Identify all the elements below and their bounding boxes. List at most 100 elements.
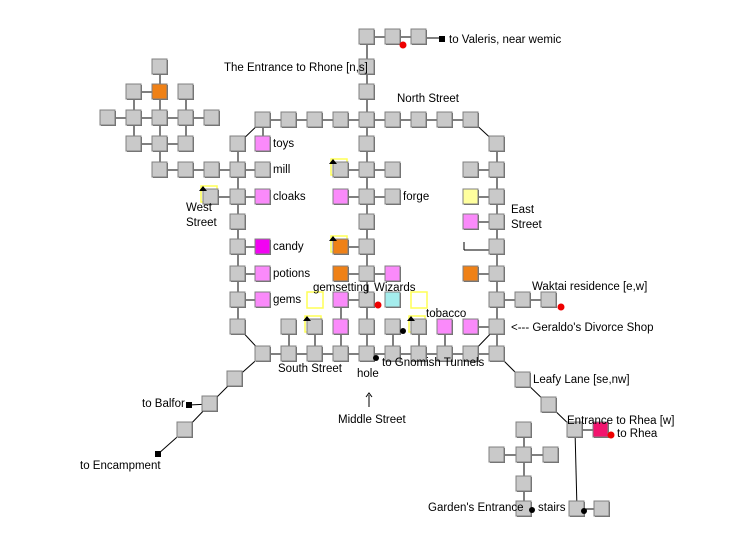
map-room[interactable] xyxy=(306,345,323,362)
map-room[interactable] xyxy=(254,111,271,128)
shop-to-rhea[interactable] xyxy=(592,421,609,438)
map-room[interactable] xyxy=(203,161,220,178)
map-room[interactable] xyxy=(306,111,323,128)
map-room[interactable] xyxy=(515,475,532,492)
map-room[interactable] xyxy=(566,421,583,438)
map-room[interactable] xyxy=(462,345,479,362)
map-room[interactable] xyxy=(384,318,401,335)
map-room[interactable] xyxy=(515,421,532,438)
map-room[interactable] xyxy=(488,238,505,255)
shop-shop[interactable] xyxy=(384,265,401,282)
shop-shop[interactable] xyxy=(462,265,479,282)
map-room[interactable] xyxy=(332,345,349,362)
map-room[interactable] xyxy=(488,291,505,308)
map-room[interactable] xyxy=(358,213,375,230)
map-room[interactable] xyxy=(568,500,585,517)
shop-cloaks[interactable] xyxy=(254,188,271,205)
map-room[interactable] xyxy=(125,83,142,100)
map-room[interactable] xyxy=(358,238,375,255)
map-room[interactable] xyxy=(229,265,246,282)
map-room[interactable] xyxy=(488,318,505,335)
map-room[interactable] xyxy=(358,28,375,45)
map-room[interactable] xyxy=(229,318,246,335)
map-room[interactable] xyxy=(176,421,193,438)
map-room[interactable] xyxy=(410,345,427,362)
map-room[interactable] xyxy=(151,109,168,126)
map-room[interactable] xyxy=(488,161,505,178)
map-room[interactable] xyxy=(202,188,219,205)
map-room[interactable] xyxy=(358,188,375,205)
map-room[interactable] xyxy=(226,370,243,387)
map-room[interactable] xyxy=(358,135,375,152)
map-room[interactable] xyxy=(229,238,246,255)
shop-shop[interactable] xyxy=(332,188,349,205)
map-room[interactable] xyxy=(488,446,505,463)
map-room[interactable] xyxy=(229,291,246,308)
map-room[interactable] xyxy=(410,28,427,45)
map-room[interactable] xyxy=(229,213,246,230)
map-room[interactable] xyxy=(177,135,194,152)
map-room[interactable] xyxy=(514,371,531,388)
map-room[interactable] xyxy=(358,83,375,100)
map-room[interactable] xyxy=(177,83,194,100)
shop-toys[interactable] xyxy=(254,135,271,152)
map-room[interactable] xyxy=(410,111,427,128)
shop-shop[interactable] xyxy=(462,318,479,335)
map-room[interactable] xyxy=(384,188,401,205)
map-room[interactable] xyxy=(488,213,505,230)
map-room[interactable] xyxy=(540,291,557,308)
shop-shop[interactable] xyxy=(462,188,479,205)
map-room[interactable] xyxy=(462,161,479,178)
map-room[interactable] xyxy=(436,345,453,362)
map-room[interactable] xyxy=(229,188,246,205)
map-room[interactable] xyxy=(593,500,610,517)
map-room[interactable] xyxy=(177,109,194,126)
map-room[interactable] xyxy=(151,58,168,75)
shop-wizards[interactable] xyxy=(384,291,401,308)
map-room[interactable] xyxy=(384,345,401,362)
shop-tobacco[interactable] xyxy=(436,318,453,335)
shop-shop[interactable] xyxy=(462,213,479,230)
map-room[interactable] xyxy=(358,161,375,178)
shop-orange-room[interactable] xyxy=(151,83,168,100)
map-room[interactable] xyxy=(306,318,323,335)
shop-gems[interactable] xyxy=(254,291,271,308)
shop-shop[interactable] xyxy=(332,318,349,335)
map-room[interactable] xyxy=(280,318,297,335)
map-room[interactable] xyxy=(488,135,505,152)
map-room[interactable] xyxy=(358,111,375,128)
shop-gemsetting[interactable] xyxy=(332,291,349,308)
shop-shop[interactable] xyxy=(332,265,349,282)
map-room[interactable] xyxy=(540,396,557,413)
map-room[interactable] xyxy=(99,109,116,126)
map-room[interactable] xyxy=(436,111,453,128)
map-room[interactable] xyxy=(358,58,375,75)
map-room[interactable] xyxy=(515,446,532,463)
map-room[interactable] xyxy=(488,345,505,362)
map-room[interactable] xyxy=(229,135,246,152)
map-room[interactable] xyxy=(358,265,375,282)
map-room[interactable] xyxy=(201,395,218,412)
map-room[interactable] xyxy=(151,135,168,152)
shop-potions[interactable] xyxy=(254,265,271,282)
map-room[interactable] xyxy=(462,111,479,128)
map-room[interactable] xyxy=(280,345,297,362)
map-room[interactable] xyxy=(358,345,375,362)
map-room[interactable] xyxy=(358,291,375,308)
map-room[interactable] xyxy=(488,188,505,205)
map-room[interactable] xyxy=(514,291,531,308)
map-room[interactable] xyxy=(254,345,271,362)
map-room[interactable] xyxy=(280,111,297,128)
shop-shop[interactable] xyxy=(332,238,349,255)
map-room[interactable] xyxy=(410,318,427,335)
shop-candy[interactable] xyxy=(254,238,271,255)
map-room[interactable] xyxy=(125,135,142,152)
map-room[interactable] xyxy=(358,318,375,335)
map-room[interactable] xyxy=(177,161,194,178)
map-room[interactable] xyxy=(125,109,142,126)
map-room[interactable] xyxy=(384,111,401,128)
map-room[interactable] xyxy=(332,111,349,128)
map-room[interactable] xyxy=(254,161,271,178)
map-room[interactable] xyxy=(384,161,401,178)
